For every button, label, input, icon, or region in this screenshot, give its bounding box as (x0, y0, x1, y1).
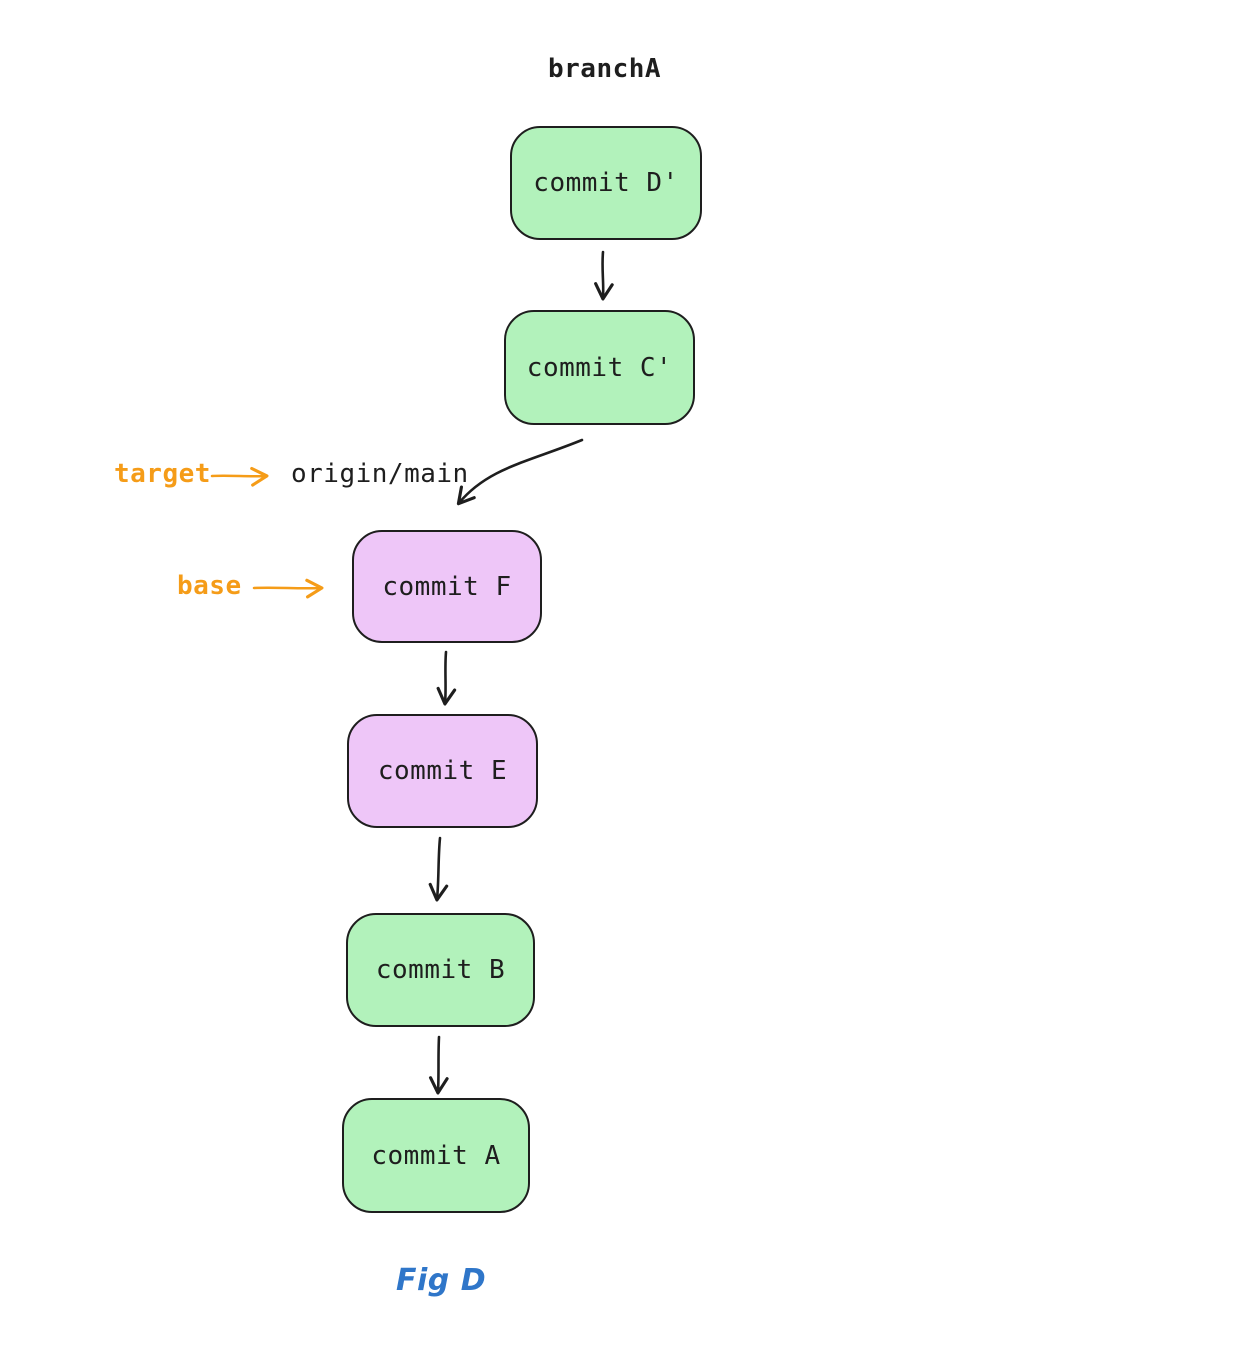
node-commit-b[interactable]: commit B (346, 913, 535, 1027)
node-label: commit D' (533, 168, 679, 198)
node-commit-e[interactable]: commit E (347, 714, 538, 828)
node-label: commit A (371, 1140, 501, 1171)
arrow-down-icon-d-to-c (594, 250, 614, 301)
curved-arrow-icon-c-to-f (456, 438, 584, 506)
target-annotation: target (114, 459, 211, 489)
orange-arrow-icon-target (210, 466, 269, 487)
node-label: commit F (382, 571, 512, 602)
origin-main-ref: origin/main (291, 459, 469, 489)
node-commit-c-prime[interactable]: commit C' (504, 310, 695, 425)
arrow-down-icon-b-to-a (428, 1035, 449, 1095)
node-label: commit E (377, 756, 508, 786)
node-label: commit C' (526, 352, 673, 383)
node-label: commit B (375, 955, 506, 985)
branch-title: branchA (548, 54, 662, 84)
figure-caption: Fig D (396, 1263, 487, 1298)
arrow-down-icon-f-to-e (436, 650, 457, 706)
base-annotation: base (177, 571, 242, 601)
orange-arrow-icon-base (252, 578, 324, 599)
node-commit-f[interactable]: commit F (352, 530, 542, 643)
arrow-down-icon-e-to-b (428, 836, 449, 902)
node-commit-d-prime[interactable]: commit D' (510, 126, 702, 240)
node-commit-a[interactable]: commit A (342, 1098, 530, 1213)
